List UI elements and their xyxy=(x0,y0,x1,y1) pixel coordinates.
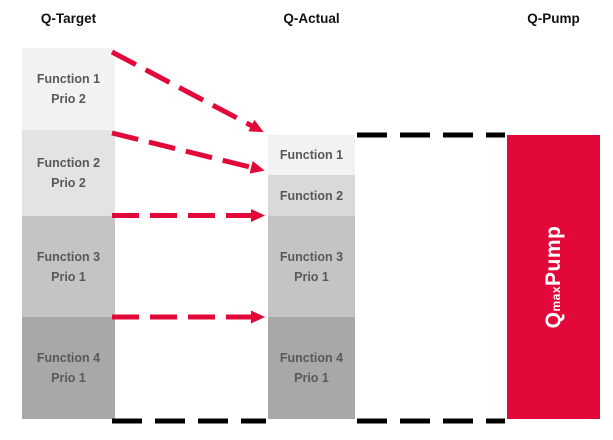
target-block-function-3-prio: Prio 1 xyxy=(51,269,86,284)
target-block-function-3: Function 3 Prio 1 xyxy=(22,216,115,317)
arrow-function-1-mapping xyxy=(110,49,264,133)
target-block-function-2: Function 2 Prio 2 xyxy=(22,130,115,216)
pump-label-q: Q xyxy=(541,311,565,329)
target-block-function-4: Function 4 Prio 1 xyxy=(22,317,115,419)
target-block-function-2-label: Function 2 xyxy=(36,156,101,170)
actual-block-function-4-prio: Prio 1 xyxy=(294,371,329,385)
actual-block-function-2: Function 2 xyxy=(268,175,355,216)
actual-block-function-1: Function 1 xyxy=(268,135,355,175)
actual-block-function-3-prio: Prio 1 xyxy=(294,269,329,284)
actual-block-function-1-label: Function 1 xyxy=(279,148,344,162)
pump-label-pump: Pump xyxy=(541,225,565,286)
target-block-function-4-prio: Prio 1 xyxy=(51,371,86,385)
arrow-function-2-mapping xyxy=(111,130,265,174)
actual-block-function-3: Function 3 Prio 1 xyxy=(268,216,355,317)
q-target-header: Q-Target xyxy=(40,11,97,26)
actual-block-function-2-label: Function 2 xyxy=(279,188,344,203)
target-block-function-1-label: Function 1 xyxy=(36,72,101,86)
actual-block-function-4: Function 4 Prio 1 xyxy=(268,317,355,419)
target-block-function-1-prio: Prio 2 xyxy=(51,92,86,106)
target-block-function-4-label: Function 4 xyxy=(36,351,101,365)
pump-label-max-subscript: max xyxy=(548,285,563,312)
target-block-function-3-label: Function 3 xyxy=(36,249,101,264)
q-actual-header: Q-Actual xyxy=(283,11,340,26)
q-pump-header: Q-Pump xyxy=(527,11,580,26)
pump-capacity-block xyxy=(507,135,600,419)
target-block-function-2-prio: Prio 2 xyxy=(51,176,86,190)
target-block-function-1: Function 1 Prio 2 xyxy=(22,48,115,130)
actual-block-function-3-label: Function 3 xyxy=(279,249,344,264)
actual-block-function-4-label: Function 4 xyxy=(279,351,344,365)
